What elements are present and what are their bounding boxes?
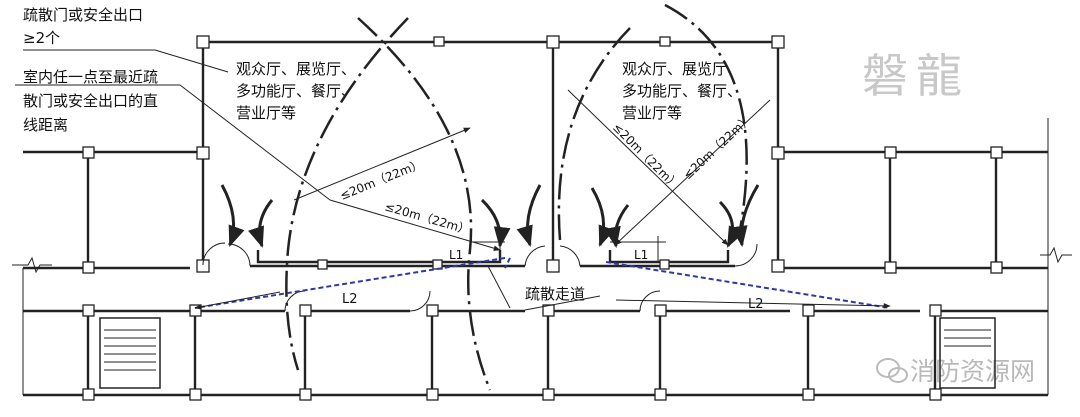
hall-right-label-1: 观众厅、展览厅、 bbox=[622, 60, 742, 78]
stair-right bbox=[939, 317, 996, 389]
distance-dim-right-a: ≤20m（22m） bbox=[610, 120, 682, 192]
l2-label-left: L2 bbox=[342, 292, 358, 307]
distance-leader bbox=[179, 84, 331, 201]
distance-dim-left-upper: ≤20m（22m） bbox=[338, 157, 425, 203]
distance-label-2: 散门或安全出口的直 bbox=[23, 92, 158, 110]
corridor-label: 疏散走道 bbox=[525, 285, 585, 303]
l1-marker-right: L1 bbox=[610, 236, 666, 262]
brand-watermark-top: 磐龍 bbox=[862, 49, 970, 103]
svg-text:L1: L1 bbox=[449, 248, 463, 262]
brand-watermark-bottom: 消防资源网 bbox=[910, 357, 1035, 386]
counter-left bbox=[256, 250, 502, 264]
wechat-logo-icon bbox=[876, 358, 908, 383]
svg-text:L1: L1 bbox=[634, 248, 648, 262]
hall-right-label-3: 营业厅等 bbox=[622, 104, 682, 122]
stair-left bbox=[99, 317, 161, 389]
hall-left-label-2: 多功能厅、餐厅、 bbox=[236, 82, 356, 100]
l2-dashed-routes bbox=[194, 257, 891, 309]
l2-label-right: L2 bbox=[748, 297, 764, 312]
exit-count-label-1: 疏散门或安全出口 bbox=[23, 6, 143, 24]
distance-label-1: 室内任一点至最近疏 bbox=[23, 68, 158, 86]
break-marks bbox=[12, 246, 1072, 274]
hall-right-label-2: 多功能厅、餐厅、 bbox=[622, 82, 742, 100]
distance-dim-left-lower: ≤20m（22m） bbox=[383, 199, 471, 237]
distance-dim-right-b: ≤20m（22m） bbox=[680, 112, 754, 182]
evacuation-arrows bbox=[220, 184, 760, 249]
building-walls bbox=[22, 40, 1049, 397]
l2-dimension-lines bbox=[194, 265, 891, 311]
radius-arcs bbox=[285, 3, 748, 391]
structural-columns bbox=[82, 35, 1003, 401]
distance-label-3: 线距离 bbox=[23, 116, 68, 134]
l1-marker-left: L1 bbox=[449, 236, 505, 262]
exit-count-leader bbox=[154, 49, 229, 73]
exit-count-label-2: ≥2个 bbox=[23, 29, 60, 47]
hall-left-label-3: 营业厅等 bbox=[236, 104, 296, 122]
hall-left-label-1: 观众厅、展览厅、 bbox=[236, 60, 356, 78]
